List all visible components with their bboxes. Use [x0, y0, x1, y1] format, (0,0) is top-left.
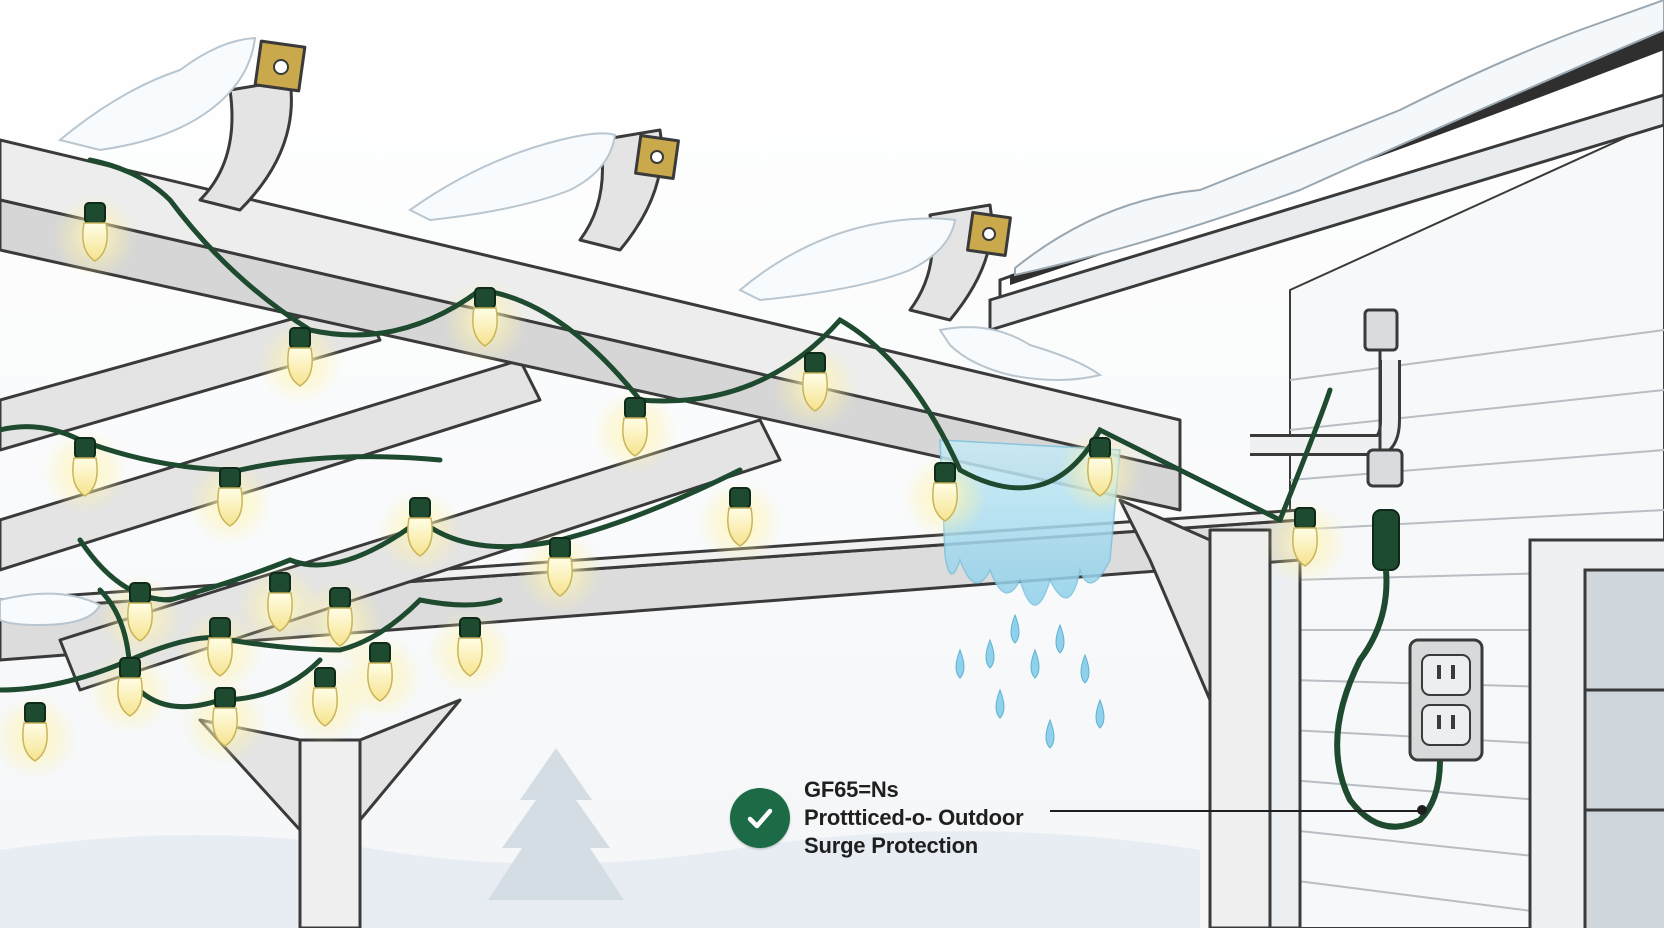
- checkmark-icon: [730, 788, 790, 848]
- callout-leader-line: [1050, 810, 1422, 812]
- callout-line3: Surge Protection: [804, 833, 979, 858]
- light-bulb: [117, 657, 143, 717]
- light-bulbs: [22, 202, 1318, 762]
- power-cord: [1334, 308, 1484, 830]
- light-bulb: [22, 702, 48, 762]
- light-bulb: [547, 537, 573, 597]
- light-bulb: [217, 467, 243, 527]
- light-bulb: [802, 352, 828, 412]
- plug-icon: [1363, 308, 1399, 352]
- light-bulb: [82, 202, 108, 262]
- light-bulb: [72, 437, 98, 497]
- tree-icon: [488, 748, 624, 900]
- light-bulb: [407, 497, 433, 557]
- gfci-callout: GF65=Ns Prottticed-o- Outdoor Surge Prot…: [730, 776, 1024, 860]
- snow: [0, 36, 1103, 627]
- light-bulb: [267, 572, 293, 632]
- light-bulb: [367, 642, 393, 702]
- callout-line1: GF65=Ns: [804, 777, 899, 802]
- outlet-icon: [1408, 638, 1484, 762]
- light-bulb: [457, 617, 483, 677]
- light-bulb: [212, 687, 238, 747]
- callout-text: GF65=Ns Prottticed-o- Outdoor Surge Prot…: [804, 776, 1024, 860]
- light-bulb: [727, 487, 753, 547]
- light-bulb: [932, 462, 958, 522]
- light-bulb: [472, 287, 498, 347]
- light-bulb: [1087, 437, 1113, 497]
- light-bulb: [622, 397, 648, 457]
- light-bulb: [327, 587, 353, 647]
- light-cable: [0, 157, 1333, 710]
- callout-line2: Prottticed-o- Outdoor: [804, 805, 1024, 830]
- light-bulb: [287, 327, 313, 387]
- callout-leader-dot: [1417, 805, 1427, 815]
- light-bulb: [1292, 507, 1318, 567]
- light-bulb: [127, 582, 153, 642]
- light-bulb: [207, 617, 233, 677]
- light-bulb: [312, 667, 338, 727]
